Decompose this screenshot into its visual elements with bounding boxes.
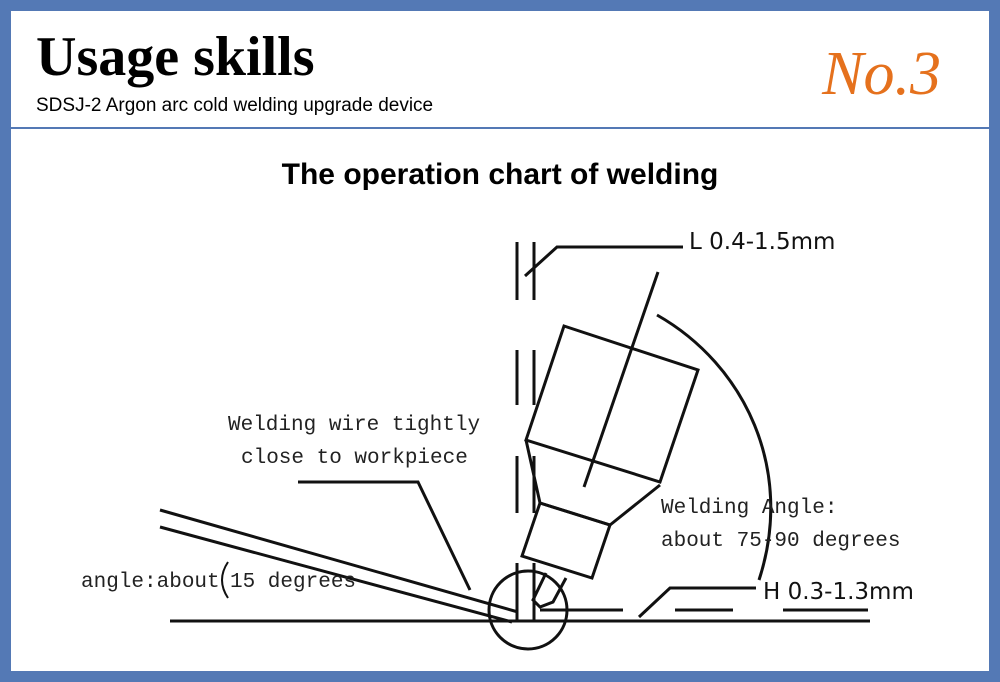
- wire-leader-line: [298, 480, 472, 591]
- page-number: No.3: [822, 40, 941, 108]
- l-dimension-label: L 0.4-1.5mm: [689, 229, 836, 255]
- wire-note-line1: Welding wire tightly: [228, 414, 481, 437]
- wire-angle-prefix: angle:about: [81, 571, 220, 594]
- wire-note-line2: close to workpiece: [241, 447, 468, 470]
- h-leader-line: [637, 586, 756, 619]
- header-divider: [11, 127, 989, 129]
- h-dimension-label: H 0.3-1.3mm: [763, 579, 914, 605]
- tungsten-center-dashed-lines: [515, 242, 536, 621]
- torch-taper: [524, 439, 661, 527]
- page-subtitle: SDSJ-2 Argon arc cold welding upgrade de…: [36, 95, 434, 116]
- tungsten-tip: [531, 572, 568, 609]
- l-leader-line: [523, 245, 683, 278]
- welding-wire: [159, 508, 519, 624]
- torch-axis-line: [582, 271, 660, 488]
- torch-body: [524, 324, 700, 484]
- diagram-title: The operation chart of welding: [281, 158, 719, 191]
- wire-angle-arc: [221, 561, 229, 599]
- page-panel: Usage skills SDSJ-2 Argon arc cold weldi…: [11, 11, 989, 671]
- torch-nozzle: [520, 501, 612, 580]
- page-title: Usage skills: [36, 26, 315, 88]
- wire-angle-value: 15 degrees: [230, 571, 357, 594]
- welding-angle-arc: [656, 313, 773, 581]
- welding-angle-line1: Welding Angle:: [661, 497, 838, 520]
- welding-angle-line2: about 75-90 degrees: [661, 530, 901, 553]
